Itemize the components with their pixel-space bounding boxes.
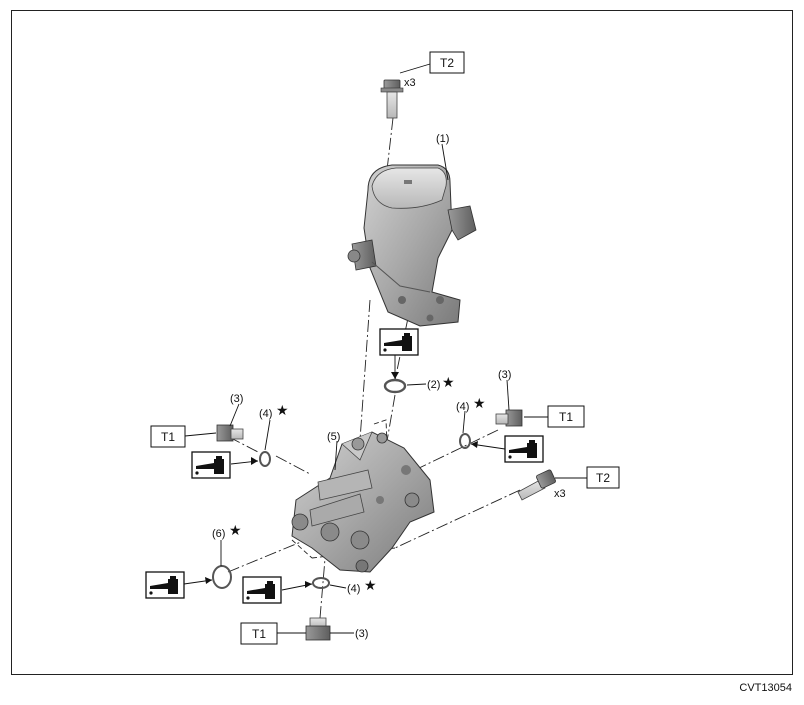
oil-can-icon [145,571,185,599]
part-3-bottom-plug [305,617,331,641]
part-1-actuator-housing [347,164,477,327]
star-symbol: ★ [442,375,455,391]
top-bolt [380,79,404,119]
torque-box-left-plug: T1 [150,425,186,448]
torque-label: T1 [559,410,573,424]
quantity-top-bolt: x3 [404,77,416,89]
part-3-left-plug [216,424,244,442]
part-2-o-ring [383,378,407,394]
torque-label: T1 [161,430,175,444]
part-5-valve-body [291,431,435,573]
callout-3-right: (3) [498,369,511,381]
part-3-right-plug [495,409,523,427]
torque-label: T2 [440,56,454,70]
star-symbol: ★ [473,396,486,412]
star-symbol: ★ [364,578,377,594]
oil-can-icon [504,435,544,463]
torque-label: T2 [596,471,610,485]
callout-1: (1) [436,133,449,145]
callout-3-bottom: (3) [355,628,368,640]
star-symbol: ★ [229,523,242,539]
callout-2: (2) [427,379,440,391]
torque-box-bottom-plug: T1 [240,622,278,645]
callout-4-bottom: (4) [347,583,360,595]
callout-5: (5) [327,431,340,443]
part-4-right-o-ring [459,433,471,449]
oil-can-icon [191,451,231,479]
callout-3-left: (3) [230,393,243,405]
callout-4-right: (4) [456,401,469,413]
star-symbol: ★ [276,403,289,419]
oil-can-icon [379,328,419,356]
diagram-border [11,10,793,675]
callout-6: (6) [212,528,225,540]
torque-box-top-bolt: T2 [429,51,465,74]
part-4-left-o-ring [259,451,271,467]
oil-can-icon [242,576,282,604]
arrow-heads [205,372,478,588]
callout-4-left: (4) [259,408,272,420]
torque-box-right-bolt: T2 [586,466,620,489]
diagram-code: CVT13054 [739,682,792,694]
part-4-bottom-o-ring [312,577,330,589]
torque-label: T1 [252,627,266,641]
quantity-right-bolt: x3 [554,488,566,500]
right-bolt [517,469,556,501]
part-6-o-ring [212,565,232,589]
torque-box-right-plug: T1 [547,405,585,428]
